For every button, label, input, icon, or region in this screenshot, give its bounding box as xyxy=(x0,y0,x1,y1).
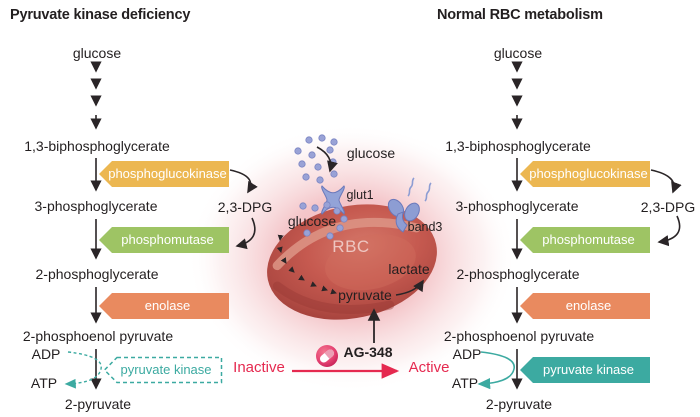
enzyme-label: phosphomutase xyxy=(542,232,635,247)
enzyme-label: pyruvate kinase xyxy=(542,362,635,377)
pyruvate-lactate-arrow xyxy=(395,279,424,296)
enzyme-label: enolase xyxy=(565,298,612,313)
pyruvate-label: pyruvate xyxy=(338,287,392,303)
pill-icon xyxy=(316,345,338,367)
glucose-entry-arrow xyxy=(316,146,338,173)
right-3pg: 3-phosphoglycerate xyxy=(455,198,579,214)
enzyme-label: enolase xyxy=(144,298,191,313)
left-enzyme-enolase: enolase xyxy=(99,293,229,319)
left-2pep: 2-phosphoenol pyruvate xyxy=(22,328,174,344)
right-state-label: Active xyxy=(408,359,450,376)
right-glucose: glucose xyxy=(493,45,543,61)
right-2pg: 2-phosphoglycerate xyxy=(456,266,580,282)
left-13bpg: 1,3-biphosphoglycerate xyxy=(24,138,170,154)
center-glucose-outside: glucose xyxy=(346,145,396,161)
right-dpg-label: 2,3-DPG xyxy=(640,199,696,215)
enzyme-label: phosphomutase xyxy=(121,232,214,247)
enzyme-label: phosphoglucokinase xyxy=(108,166,227,181)
left-state-label: Inactive xyxy=(233,359,285,376)
left-dpg-label: 2,3-DPG xyxy=(217,199,273,215)
right-13bpg: 1,3-biphosphoglycerate xyxy=(445,138,591,154)
right-title: Normal RBC metabolism xyxy=(437,7,603,23)
glut1-label: glut1 xyxy=(346,188,374,202)
left-enzyme-phosphomutase: phosphomutase xyxy=(99,227,229,253)
band3-icon xyxy=(387,177,432,233)
right-enzyme-phosphoglucokinase: phosphoglucokinase xyxy=(520,161,650,187)
left-dpg-curves xyxy=(229,169,258,250)
center-glucose-inside: glucose xyxy=(287,213,337,229)
left-enzyme-phosphoglucokinase: phosphoglucokinase xyxy=(99,161,229,187)
left-3pg: 3-phosphoglycerate xyxy=(34,198,158,214)
right-2pyruvate: 2-pyruvate xyxy=(485,396,553,412)
drug-label: AG-348 xyxy=(343,344,393,360)
right-2pep: 2-phosphoenol pyruvate xyxy=(443,328,595,344)
left-glucose: glucose xyxy=(72,45,122,61)
right-dpg-curves xyxy=(650,169,682,247)
right-enzyme-pyruvate-kinase: pyruvate kinase xyxy=(520,357,650,383)
left-enzyme-pyruvate-kinase: pyruvate kinase xyxy=(120,362,212,377)
lactate-label: lactate xyxy=(388,261,430,277)
left-atp: ATP xyxy=(30,375,58,391)
enzyme-label: phosphoglucokinase xyxy=(529,166,648,181)
right-atp: ATP xyxy=(451,375,479,391)
adp-atp-arrow-left xyxy=(64,351,102,389)
right-enzyme-phosphomutase: phosphomutase xyxy=(520,227,650,253)
band3-label: band3 xyxy=(407,220,443,234)
right-enzyme-enolase: enolase xyxy=(520,293,650,319)
left-adp: ADP xyxy=(31,346,61,362)
left-2pg: 2-phosphoglycerate xyxy=(35,266,159,282)
rbc-label: RBC xyxy=(332,237,370,256)
adp-atp-arrow-right xyxy=(477,351,515,390)
left-title: Pyruvate kinase deficiency xyxy=(10,7,191,23)
left-2pyruvate: 2-pyruvate xyxy=(64,396,132,412)
right-adp: ADP xyxy=(452,346,482,362)
pyruvate-kinase-dashed-box xyxy=(103,356,223,384)
